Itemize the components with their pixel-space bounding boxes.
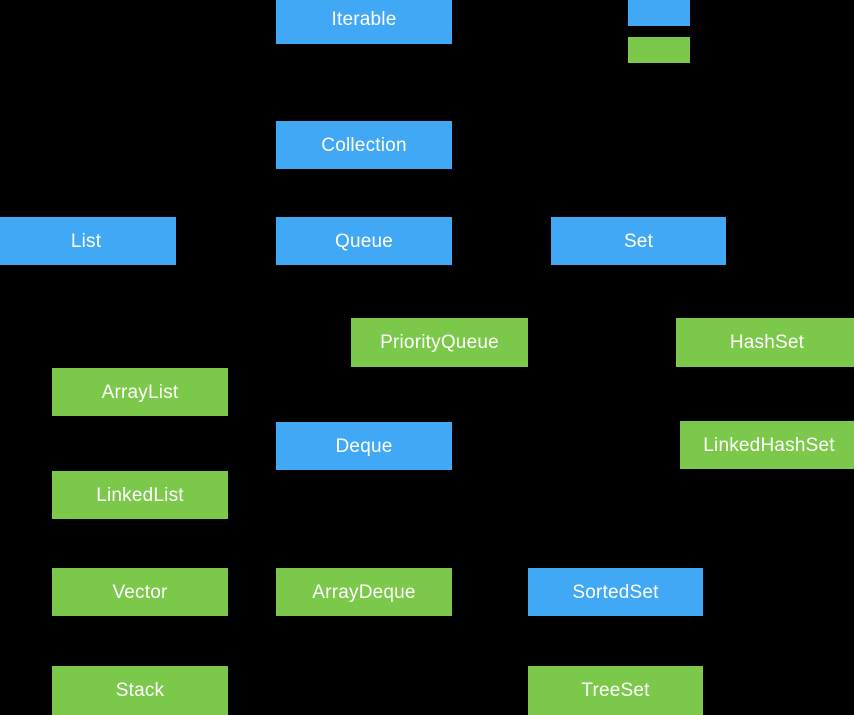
legend-swatch-interface <box>628 0 690 26</box>
node-label: Set <box>623 230 654 252</box>
node-label: Stack <box>115 680 165 701</box>
node-collection[interactable]: Collection <box>276 121 452 169</box>
node-label: Collection <box>321 134 407 156</box>
node-label: ArrayList <box>101 381 179 403</box>
node-linkedlist[interactable]: LinkedList <box>52 471 228 519</box>
node-set[interactable]: Set <box>551 217 726 265</box>
legend-swatch-class <box>628 37 690 63</box>
node-deque[interactable]: Deque <box>276 422 452 470</box>
edge-collection-to-list <box>175 145 277 241</box>
node-linkedhashset[interactable]: LinkedHashSet <box>680 421 854 469</box>
node-label: Iterable <box>331 9 397 30</box>
node-arraydeque[interactable]: ArrayDeque <box>276 568 452 616</box>
node-treeset[interactable]: TreeSet <box>528 666 703 715</box>
node-label: HashSet <box>729 332 805 353</box>
edge-list-to-vector <box>85 265 141 568</box>
edge-deque-to-linkedlist <box>227 446 277 495</box>
edge-hashset-to-linkedhashset <box>766 367 770 421</box>
node-label: Queue <box>334 230 394 252</box>
node-label: List <box>70 230 102 252</box>
node-label: Deque <box>335 435 393 457</box>
node-label: SortedSet <box>572 581 659 603</box>
edge-queue-to-priorityqueue <box>363 265 441 318</box>
node-list[interactable]: List <box>0 217 176 265</box>
node-label: Vector <box>112 581 168 603</box>
node-label: PriorityQueue <box>380 332 499 353</box>
node-iterable[interactable]: Iterable <box>276 0 452 44</box>
node-label: LinkedList <box>96 484 184 506</box>
node-label: TreeSet <box>581 680 650 701</box>
node-sortedset[interactable]: SortedSet <box>528 568 703 616</box>
node-arraylist[interactable]: ArrayList <box>52 368 228 416</box>
node-label: ArrayDeque <box>312 581 416 603</box>
node-label: LinkedHashSet <box>703 434 835 456</box>
edge-list-to-arraylist <box>85 265 141 368</box>
node-stack[interactable]: Stack <box>52 666 228 715</box>
edge-set-to-sortedset <box>614 265 640 568</box>
node-priorityqueue[interactable]: PriorityQueue <box>351 318 528 367</box>
node-queue[interactable]: Queue <box>276 217 452 265</box>
node-hashset[interactable]: HashSet <box>676 318 854 367</box>
edge-collection-to-set <box>451 145 552 241</box>
node-vector[interactable]: Vector <box>52 568 228 616</box>
